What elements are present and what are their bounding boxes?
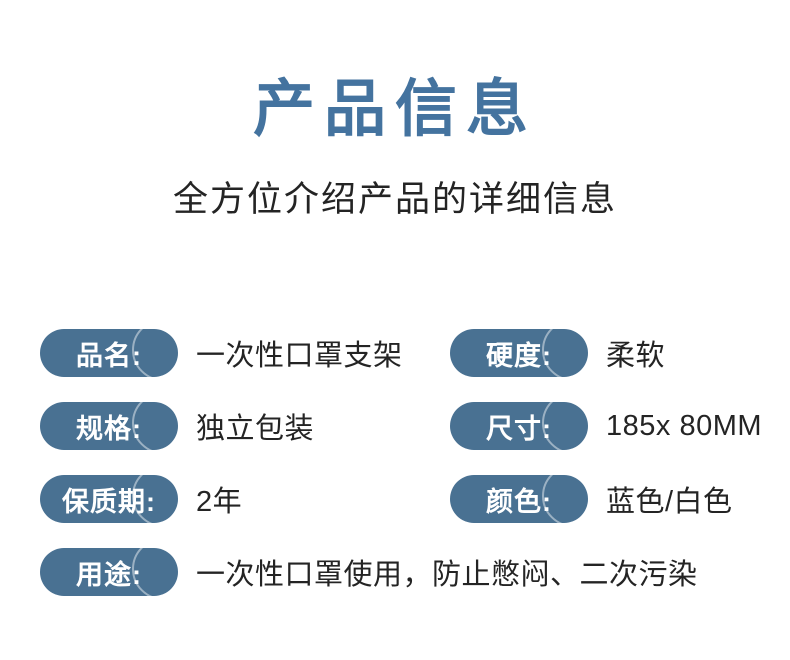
spec-row-4: 用途: 一次性口罩使用，防止憋闷、二次污染 bbox=[40, 548, 752, 596]
spec-size: 尺寸: 185x 80MM bbox=[450, 402, 762, 450]
spec-value: 185x 80MM bbox=[606, 409, 763, 442]
spec-value: 2年 bbox=[196, 486, 243, 518]
spec-value: 一次性口罩使用，防止憋闷、二次污染 bbox=[196, 559, 698, 591]
spec-product-name: 品名: 一次性口罩支架 bbox=[40, 329, 450, 377]
spec-label-pill: 颜色: bbox=[450, 475, 588, 523]
spec-row-1: 品名: 一次性口罩支架 硬度: 柔软 bbox=[40, 329, 752, 377]
spec-hardness: 硬度: 柔软 bbox=[450, 329, 665, 377]
spec-label-pill: 品名: bbox=[40, 329, 178, 377]
spec-row-3: 保质期: 2年 颜色: 蓝色/白色 bbox=[40, 475, 752, 523]
spec-row-2: 规格: 独立包装 尺寸: 185x 80MM bbox=[40, 402, 762, 450]
spec-label-pill: 保质期: bbox=[40, 475, 178, 523]
spec-specification: 规格: 独立包装 bbox=[40, 402, 450, 450]
spec-usage: 用途: 一次性口罩使用，防止憋闷、二次污染 bbox=[40, 548, 752, 596]
spec-value: 独立包装 bbox=[196, 413, 315, 445]
page-subtitle: 全方位介绍产品的详细信息 bbox=[172, 180, 617, 219]
spec-label-pill: 硬度: bbox=[450, 329, 588, 377]
spec-color: 颜色: 蓝色/白色 bbox=[450, 475, 733, 523]
spec-label-pill: 规格: bbox=[40, 402, 178, 450]
spec-shelf-life: 保质期: 2年 bbox=[40, 475, 450, 523]
spec-label-pill: 尺寸: bbox=[450, 402, 588, 450]
spec-value: 柔软 bbox=[606, 340, 666, 372]
spec-label-pill: 用途: bbox=[40, 548, 178, 596]
spec-value: 一次性口罩支架 bbox=[196, 340, 403, 372]
page-title: 产品信息 bbox=[252, 75, 537, 144]
spec-list: 品名: 一次性口罩支架 硬度: 柔软 规格: 独立包装 尺寸: 185x 80M… bbox=[40, 329, 762, 621]
spec-value: 蓝色/白色 bbox=[606, 486, 733, 518]
